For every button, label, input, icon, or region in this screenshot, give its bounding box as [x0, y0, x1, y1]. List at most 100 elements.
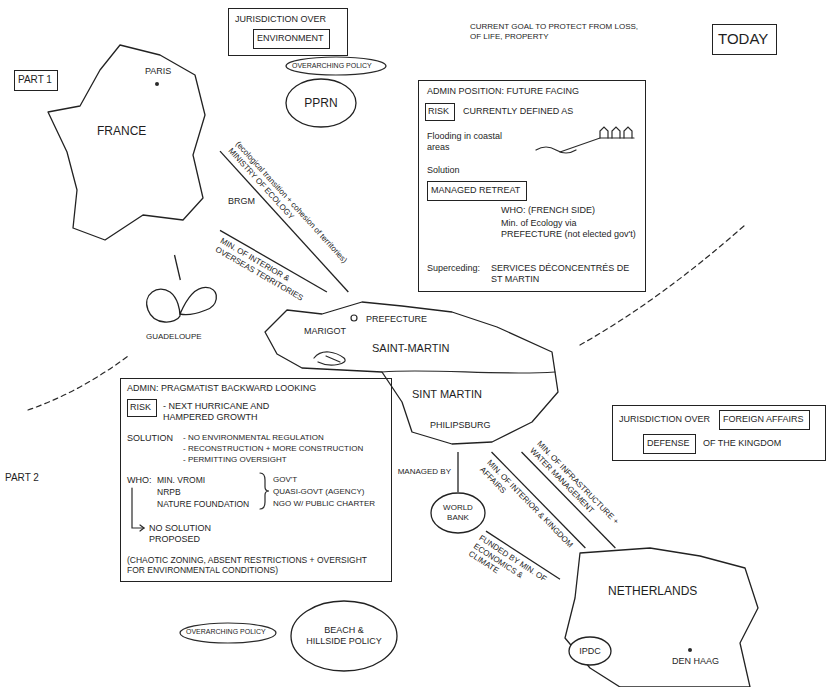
node-text: QUASI-GOVT (AGENCY) — [273, 487, 364, 497]
note-label: BRGM — [228, 196, 255, 207]
map-shape — [147, 287, 217, 322]
policy-circle: BEACH & HILLSIDE POLICY — [290, 600, 398, 672]
node-text: NRPB — [157, 487, 181, 497]
node-text: NGO W/ PUBLIC CHARTER — [273, 499, 375, 509]
place-name: FRANCE — [97, 124, 146, 138]
node-text: NO SOLUTION PROPOSED — [149, 523, 229, 545]
node-text: Flooding in coastal areas — [427, 131, 519, 153]
island-outline: GUADELOUPE — [140, 280, 225, 350]
edge-label: MIN. OF INTERIOR & OVERSEAS TERRITORIES — [212, 236, 320, 310]
node-text: OF THE KINGDOM — [703, 438, 781, 449]
node-text: ENVIRONMENT — [257, 33, 324, 44]
node-text: Superceding: — [427, 263, 480, 274]
brace — [260, 473, 269, 509]
country-outline: PARIS FRANCE — [45, 40, 220, 255]
node-text: IPDC — [579, 646, 601, 657]
node-text: - NEXT HURRICANE AND HAMPERED GROWTH — [163, 401, 293, 423]
node-text: PPRN — [304, 96, 337, 110]
risk-tag: RISK — [127, 399, 157, 417]
agency-circle: IPDC — [568, 636, 612, 666]
funder-circle: WORLD BANK — [430, 492, 486, 534]
connector-line — [457, 452, 458, 492]
island-border — [382, 371, 555, 373]
note-label: OVERARCHING POLICY — [292, 62, 372, 70]
node-text: SERVICES DÉCONCENTRÉS DE ST MARTIN — [491, 263, 639, 285]
map-shape — [265, 302, 558, 444]
map-shape — [565, 548, 758, 687]
island-outline: PREFECTUREMARIGOTSAINT-MARTINSINT MARTIN… — [262, 292, 562, 452]
house-icon — [612, 127, 620, 138]
place-name: PHILIPSBURG — [430, 420, 491, 431]
arrow-head — [140, 525, 144, 531]
jurisdiction-box: JURISDICTION OVER OF THE KINGDOM FOREIGN A… — [612, 405, 826, 461]
note-label: CURRENT GOAL TO PROTECT FROM LOSS, OF LI… — [470, 22, 640, 41]
circle-shape — [431, 493, 485, 533]
policy-circle: PPRN — [285, 78, 357, 128]
node-text: TODAY — [718, 30, 768, 48]
node-text: RISK — [428, 106, 449, 117]
edge-label: FUNDED BY MIN. OF ECONOMICS & CLIMATE — [466, 533, 561, 608]
country-outline: NETHERLANDS DEN HAAG IPDC — [560, 548, 760, 687]
note-label: OVERARCHING POLICY — [186, 628, 266, 636]
jurisdiction-tag: DEFENSE — [643, 434, 696, 454]
node-text: MIN. VROMI — [157, 475, 205, 485]
node-text: GOV'T — [273, 475, 297, 485]
part-box: PART 1 — [14, 70, 58, 91]
note-label: PART 2 — [5, 472, 39, 484]
part-divider — [28, 356, 128, 410]
node-text: JURISDICTION OVER — [235, 14, 326, 25]
node-text: FOREIGN AFFAIRS — [723, 414, 804, 425]
node-text: WORLD BANK — [436, 503, 480, 522]
node-text: CURRENTLY DEFINED AS — [463, 106, 573, 117]
node-text: BEACH & HILLSIDE POLICY — [305, 625, 383, 647]
node-text: NATURE FOUNDATION — [157, 499, 249, 509]
node-text: ADMIN POSITION: FUTURE FACING — [427, 86, 639, 97]
place-name: GUADELOUPE — [146, 332, 202, 342]
node-text: - NO ENVIRONMENTAL REGULATION — [183, 433, 324, 443]
policy-oval — [180, 623, 276, 643]
house-icon — [600, 127, 608, 138]
risk-tag: RISK — [425, 103, 455, 121]
admin-box: ADMIN: PRAGMATIST BACKWARD LOOKING - NEXT… — [120, 378, 392, 582]
jurisdiction-tag: FOREIGN AFFAIRS — [719, 410, 810, 430]
node-text: Solution — [427, 165, 460, 176]
node-text: ADMIN: PRAGMATIST BACKWARD LOOKING — [127, 383, 387, 394]
coast-slope — [560, 138, 634, 152]
jurisdiction-box: JURISDICTION OVER ENVIRONMENT — [228, 8, 348, 56]
place-name: DEN HAAG — [672, 656, 719, 667]
jurisdiction-tag: ENVIRONMENT — [253, 29, 330, 49]
city-dot — [688, 648, 692, 652]
region-outline — [560, 548, 760, 687]
place-name: SINT MARTIN — [412, 388, 482, 401]
map-shape — [48, 45, 205, 240]
region-outline — [45, 40, 220, 255]
solution-box: MANAGED RETREAT — [427, 181, 527, 201]
circle-shape — [286, 79, 356, 127]
node-text: - RECONSTRUCTION + MORE CONSTRUCTION — [183, 444, 363, 454]
place-name: PREFECTURE — [366, 314, 427, 325]
part-divider — [580, 225, 745, 345]
node-text: - PERMITTING OVERSIGHT — [183, 455, 287, 465]
circle-shape — [569, 637, 611, 665]
leader-arrow — [132, 488, 144, 528]
node-text: DEFENSE — [647, 438, 690, 449]
node-text: Min. of Ecology via PREFECTURE (not elec… — [501, 218, 639, 240]
node-text: WHO: (FRENCH SIDE) — [501, 205, 595, 216]
town-marker — [351, 315, 357, 321]
place-name: NETHERLANDS — [608, 584, 697, 598]
node-text: MANAGED RETREAT — [431, 185, 520, 196]
lagoon-scribble — [314, 352, 345, 365]
node-text: PART 1 — [18, 74, 52, 86]
node-text: SOLUTION — [127, 433, 173, 444]
place-name: PARIS — [145, 66, 171, 77]
node-text: RISK — [130, 402, 151, 413]
node-text: WHO: — [127, 475, 152, 486]
place-name: MARIGOT — [304, 326, 346, 337]
node-text: JURISDICTION OVER — [619, 414, 710, 425]
admin-box: ADMIN POSITION: FUTURE FACING CURRENTLY D… — [418, 80, 646, 292]
circle-shape — [291, 601, 397, 671]
connector-line — [175, 255, 181, 280]
today-box: TODAY — [712, 24, 777, 55]
policy-oval — [286, 57, 386, 75]
house-icon — [624, 127, 632, 138]
